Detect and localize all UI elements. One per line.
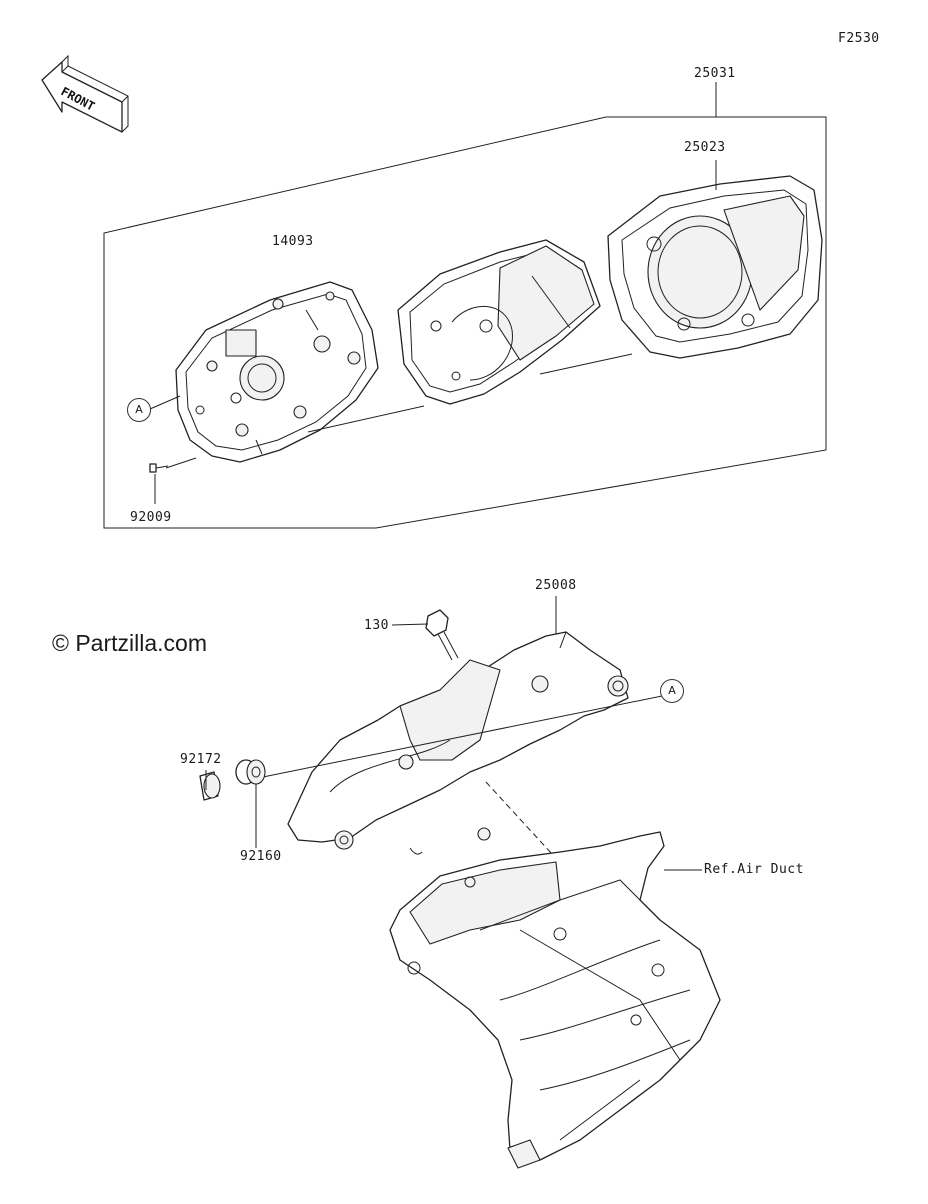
figure-code: F2530 <box>838 31 880 46</box>
callout-ref-air-duct[interactable]: Ref.Air Duct <box>704 862 804 877</box>
part-25008-bracket <box>287 631 629 855</box>
ref-marker-a-upper: A <box>127 398 151 422</box>
part-meter-unit <box>397 239 601 405</box>
assembly-outline <box>103 116 827 529</box>
callout-25023[interactable]: 25023 <box>684 140 726 155</box>
part-92160-grommet <box>235 759 266 848</box>
callout-92160[interactable]: 92160 <box>240 849 282 864</box>
front-arrow-icon: FRONT <box>41 54 129 133</box>
callout-25031[interactable]: 25031 <box>694 66 736 81</box>
watermark: © Partzilla.com <box>52 630 207 656</box>
callout-14093[interactable]: 14093 <box>272 234 314 249</box>
callout-92172[interactable]: 92172 <box>180 752 222 767</box>
part-92009-screw <box>149 463 169 504</box>
callout-130[interactable]: 130 <box>364 618 389 633</box>
part-92172-damper <box>199 770 221 801</box>
part-130-bolt <box>391 609 459 661</box>
part-25023-meter-cover <box>607 175 823 359</box>
part-ref-air-duct <box>389 831 721 1169</box>
callout-25008[interactable]: 25008 <box>535 578 577 593</box>
ref-marker-a-lower: A <box>660 679 684 703</box>
callout-92009[interactable]: 92009 <box>130 510 172 525</box>
part-14093-meter-case <box>175 281 379 463</box>
